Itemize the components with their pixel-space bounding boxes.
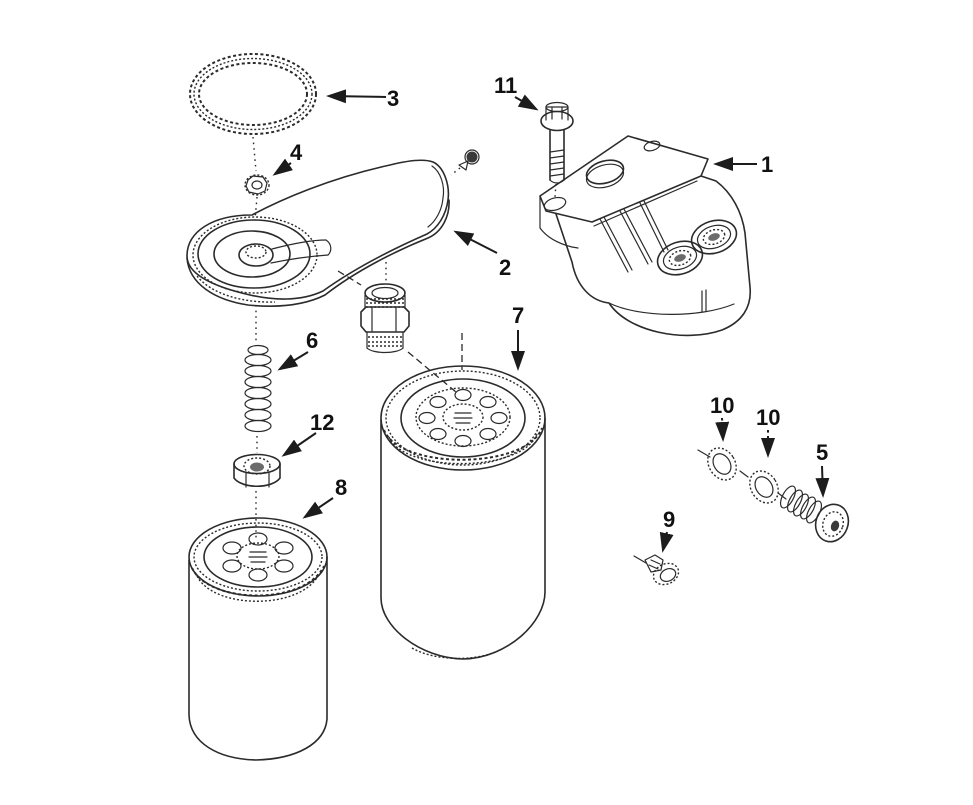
- nipple-fitting: [360, 283, 410, 354]
- callout-10a-label: 10: [710, 393, 734, 418]
- vent-screw: [450, 149, 480, 176]
- callout-10b-label: 10: [756, 405, 780, 430]
- mounting-bolt: [540, 101, 574, 184]
- fuel-filter-small: [188, 517, 328, 761]
- sealing-washer: [707, 447, 737, 481]
- callout-10a-arrow: [715, 417, 730, 442]
- callout-3-label: 3: [387, 86, 399, 111]
- callout-1-label: 1: [761, 152, 773, 177]
- cover-nut: [244, 174, 270, 196]
- callout-5-arrow: [815, 465, 830, 498]
- filter-port: [656, 240, 704, 276]
- callouts: 1 2 3 4 5 6 7 8 9 10 10 11 12: [272, 73, 830, 553]
- assembly-centerlines: [252, 136, 787, 564]
- callout-6-label: 6: [306, 328, 318, 353]
- callout-2-label: 2: [499, 255, 511, 280]
- callout-9-arrow: [659, 531, 674, 553]
- callout-11-arrow: [514, 94, 539, 111]
- callout-8-label: 8: [335, 475, 347, 500]
- sealing-washer: [749, 470, 779, 504]
- callout-9-label: 9: [663, 507, 675, 532]
- callout-12-arrow: [281, 432, 317, 457]
- fuel-filter-large: [380, 365, 546, 660]
- filter-head-cover: [186, 159, 450, 307]
- callout-8-arrow: [302, 497, 334, 519]
- callout-3-arrow: [326, 89, 387, 104]
- hex-nut: [233, 453, 281, 488]
- callout-7-label: 7: [512, 303, 524, 328]
- spring-stud: [244, 344, 272, 433]
- callout-4-label: 4: [290, 140, 303, 165]
- filter-head-bracket: [539, 135, 751, 337]
- callout-12-label: 12: [310, 410, 334, 435]
- connector-fitting: [779, 485, 850, 543]
- drain-plug: [644, 554, 680, 586]
- callout-11-label: 11: [494, 73, 517, 98]
- o-ring-seal: [189, 53, 317, 135]
- callout-4-arrow: [272, 158, 293, 176]
- callout-2-arrow: [453, 230, 498, 254]
- filter-port: [690, 219, 738, 255]
- callout-5-label: 5: [816, 440, 828, 465]
- callout-6-arrow: [277, 351, 309, 371]
